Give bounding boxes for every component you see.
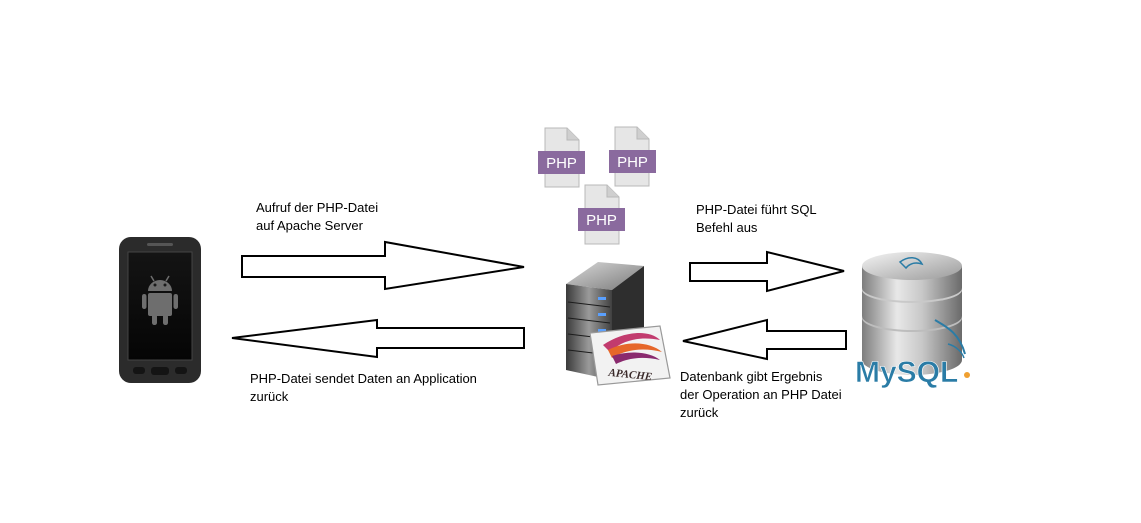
label-result: Datenbank gibt Ergebnis der Operation an…	[680, 369, 842, 420]
php-file-icon: PHP	[609, 126, 656, 187]
apache-feather-badge: APACHE	[589, 325, 671, 386]
arrow-result	[682, 318, 847, 361]
apache-server-icon: APACHE	[566, 262, 671, 386]
mysql-logo-text: MySQL	[855, 356, 958, 389]
arrow-response	[231, 318, 525, 359]
label-response: PHP-Datei sendet Daten an Application zu…	[250, 371, 477, 404]
arrow-request	[241, 240, 525, 291]
mysql-database-icon: MySQL	[855, 252, 970, 389]
php-file-label: PHP	[546, 155, 577, 172]
android-robot-icon	[142, 275, 178, 325]
android-phone-icon	[119, 237, 201, 383]
apache-label: APACHE	[607, 367, 653, 384]
label-sql: PHP-Datei führt SQL Befehl aus	[696, 202, 817, 235]
php-file-label: PHP	[617, 154, 648, 171]
arrow-sql	[689, 250, 845, 293]
php-file-label: PHP	[586, 212, 617, 229]
php-file-icon: PHP	[578, 184, 625, 245]
mysql-dolphin-icon	[898, 257, 924, 270]
label-request: Aufruf der PHP-Datei auf Apache Server	[256, 200, 379, 233]
php-file-icon: PHP	[538, 127, 585, 188]
